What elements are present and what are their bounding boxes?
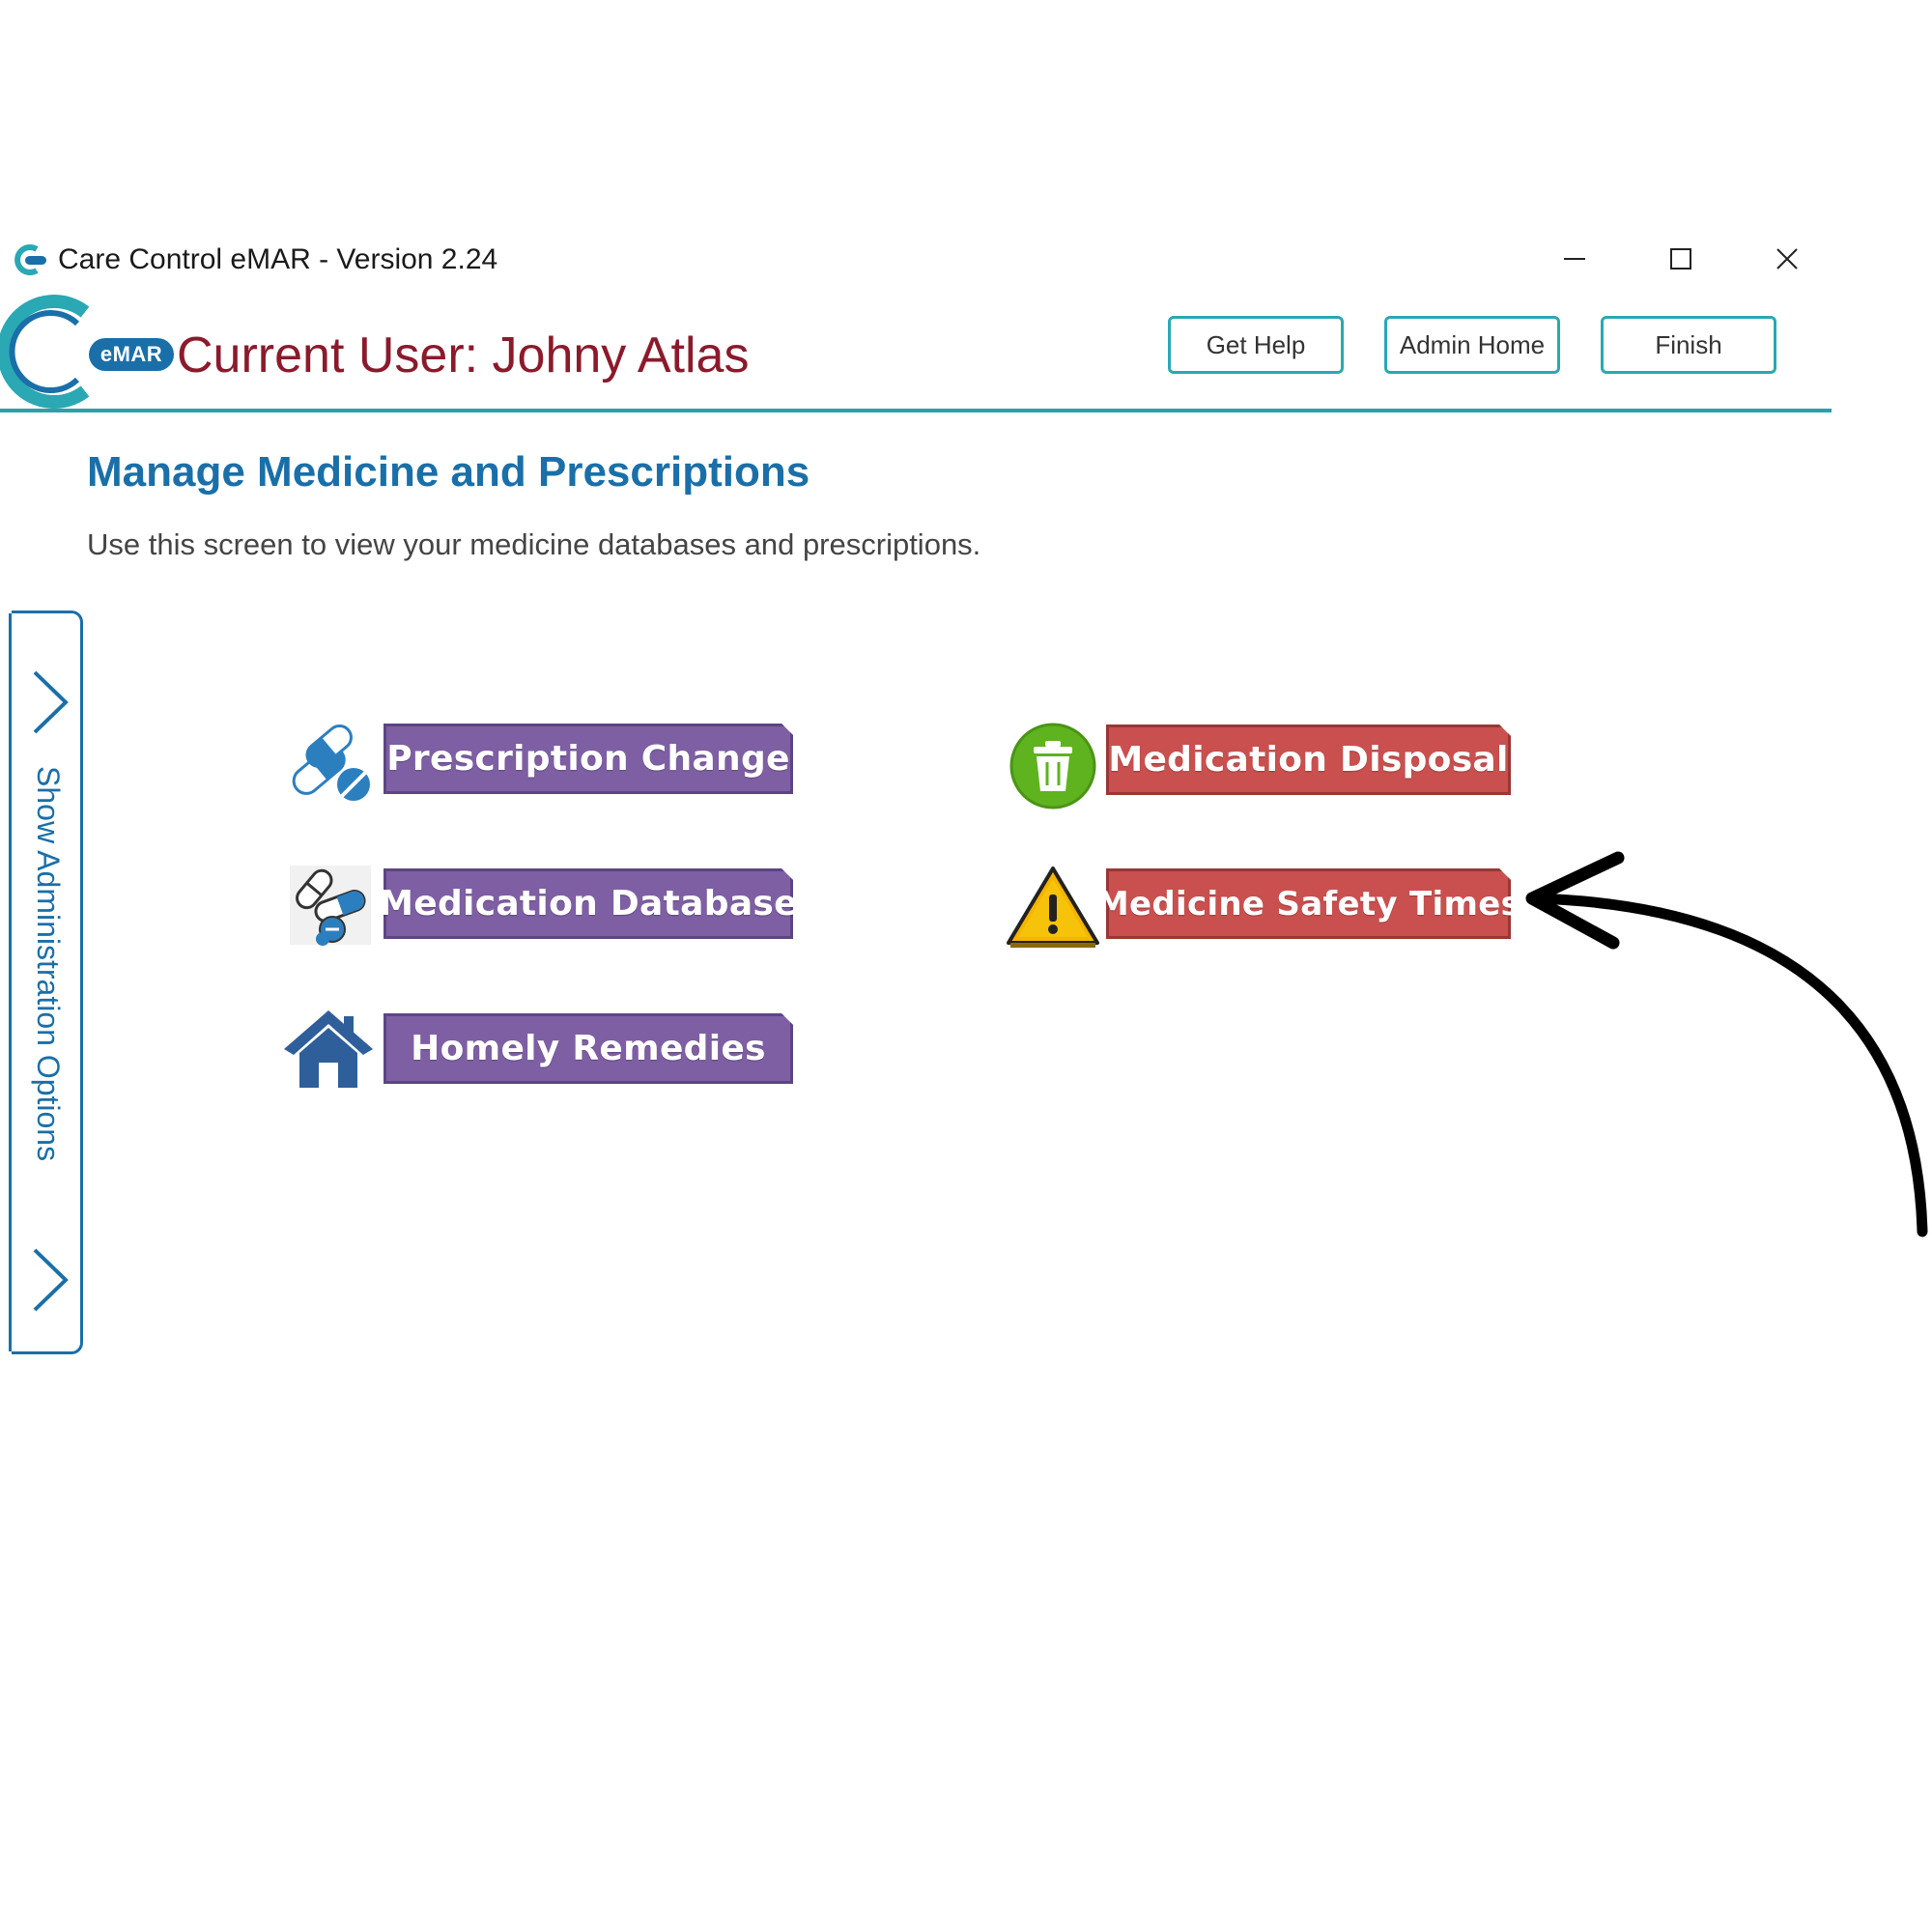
finish-button[interactable]: Finish bbox=[1601, 316, 1776, 374]
minimize-icon[interactable] bbox=[1541, 230, 1608, 288]
medication-disposal-button[interactable]: Medication Disposal bbox=[1106, 724, 1511, 795]
show-administration-options-panel[interactable] bbox=[9, 611, 83, 1354]
prescription-change-button[interactable]: Prescription Change bbox=[384, 724, 793, 794]
page-subtitle: Use this screen to view your medicine da… bbox=[87, 527, 981, 561]
trash-icon bbox=[1007, 720, 1099, 812]
get-help-button[interactable]: Get Help bbox=[1168, 316, 1344, 374]
chevron-right-icon[interactable] bbox=[29, 668, 71, 741]
pill-database-icon bbox=[284, 858, 377, 951]
app-logo bbox=[0, 295, 97, 409]
medication-database-button[interactable]: Medication Database bbox=[384, 868, 793, 939]
app-small-logo-icon bbox=[12, 243, 50, 276]
emar-badge: eMAR bbox=[89, 338, 174, 371]
current-user-label: Current User: Johny Atlas bbox=[177, 327, 750, 384]
annotation-arrow bbox=[1517, 850, 1932, 1256]
close-icon[interactable] bbox=[1753, 230, 1821, 288]
warning-icon bbox=[1005, 864, 1099, 956]
maximize-icon[interactable] bbox=[1647, 230, 1715, 288]
medicine-safety-times-button[interactable]: Medicine Safety Times bbox=[1106, 868, 1511, 939]
header-divider bbox=[0, 409, 1832, 412]
admin-home-button[interactable]: Admin Home bbox=[1384, 316, 1560, 374]
home-icon bbox=[280, 1005, 373, 1097]
window-title: Care Control eMAR - Version 2.24 bbox=[58, 243, 498, 275]
pills-icon bbox=[284, 715, 377, 808]
homely-remedies-button[interactable]: Homely Remedies bbox=[384, 1013, 793, 1084]
page-title: Manage Medicine and Prescriptions bbox=[87, 448, 810, 496]
chevron-right-icon[interactable] bbox=[29, 1246, 71, 1319]
side-panel-label: Show Administration Options bbox=[31, 766, 66, 1162]
